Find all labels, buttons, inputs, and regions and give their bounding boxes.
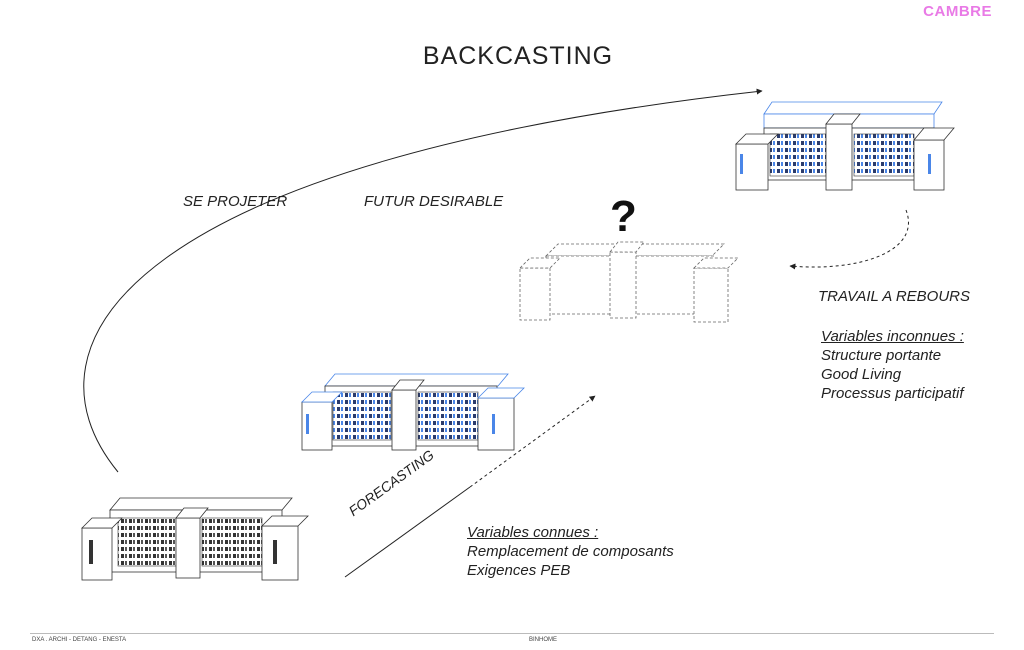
variables-inconnues-heading: Variables inconnues : — [821, 328, 964, 345]
list-item: Good Living — [821, 366, 902, 383]
footer-center-text: BINHOME — [529, 637, 558, 643]
footer-divider — [30, 633, 994, 634]
page-title: BACKCASTING — [422, 42, 614, 70]
list-item: Processus participatif — [821, 385, 964, 402]
brand-logo: CAMBRE — [923, 3, 992, 20]
variables-connues-heading: Variables connues : — [467, 524, 599, 541]
list-item: Remplacement de composants — [467, 543, 674, 560]
forecasting-solid-arrow — [344, 486, 471, 578]
label-se-projeter: SE PROJETER — [183, 193, 288, 210]
forecasting-dotted-arrow — [469, 395, 596, 488]
building-future — [735, 101, 955, 191]
variables-inconnues-block: Variables inconnues : Structure portante… — [821, 327, 964, 403]
label-futur-desirable: FUTUR DESIRABLE — [364, 193, 504, 210]
question-mark: ? — [610, 192, 637, 241]
building-unknown — [519, 241, 739, 323]
building-forecast — [301, 373, 525, 451]
rebours-arrow — [789, 209, 909, 270]
list-item: Structure portante — [821, 347, 942, 364]
building-existing — [81, 497, 309, 581]
variables-connues-block: Variables connues : Remplacement de comp… — [467, 523, 674, 580]
backcasting-arc — [83, 88, 763, 473]
label-travail-a-rebours: TRAVAIL A REBOURS — [818, 288, 970, 305]
footer-left-text: DXA . ARCHI - DETANG - ENESTA — [32, 637, 127, 643]
list-item: Exigences PEB — [467, 562, 571, 579]
